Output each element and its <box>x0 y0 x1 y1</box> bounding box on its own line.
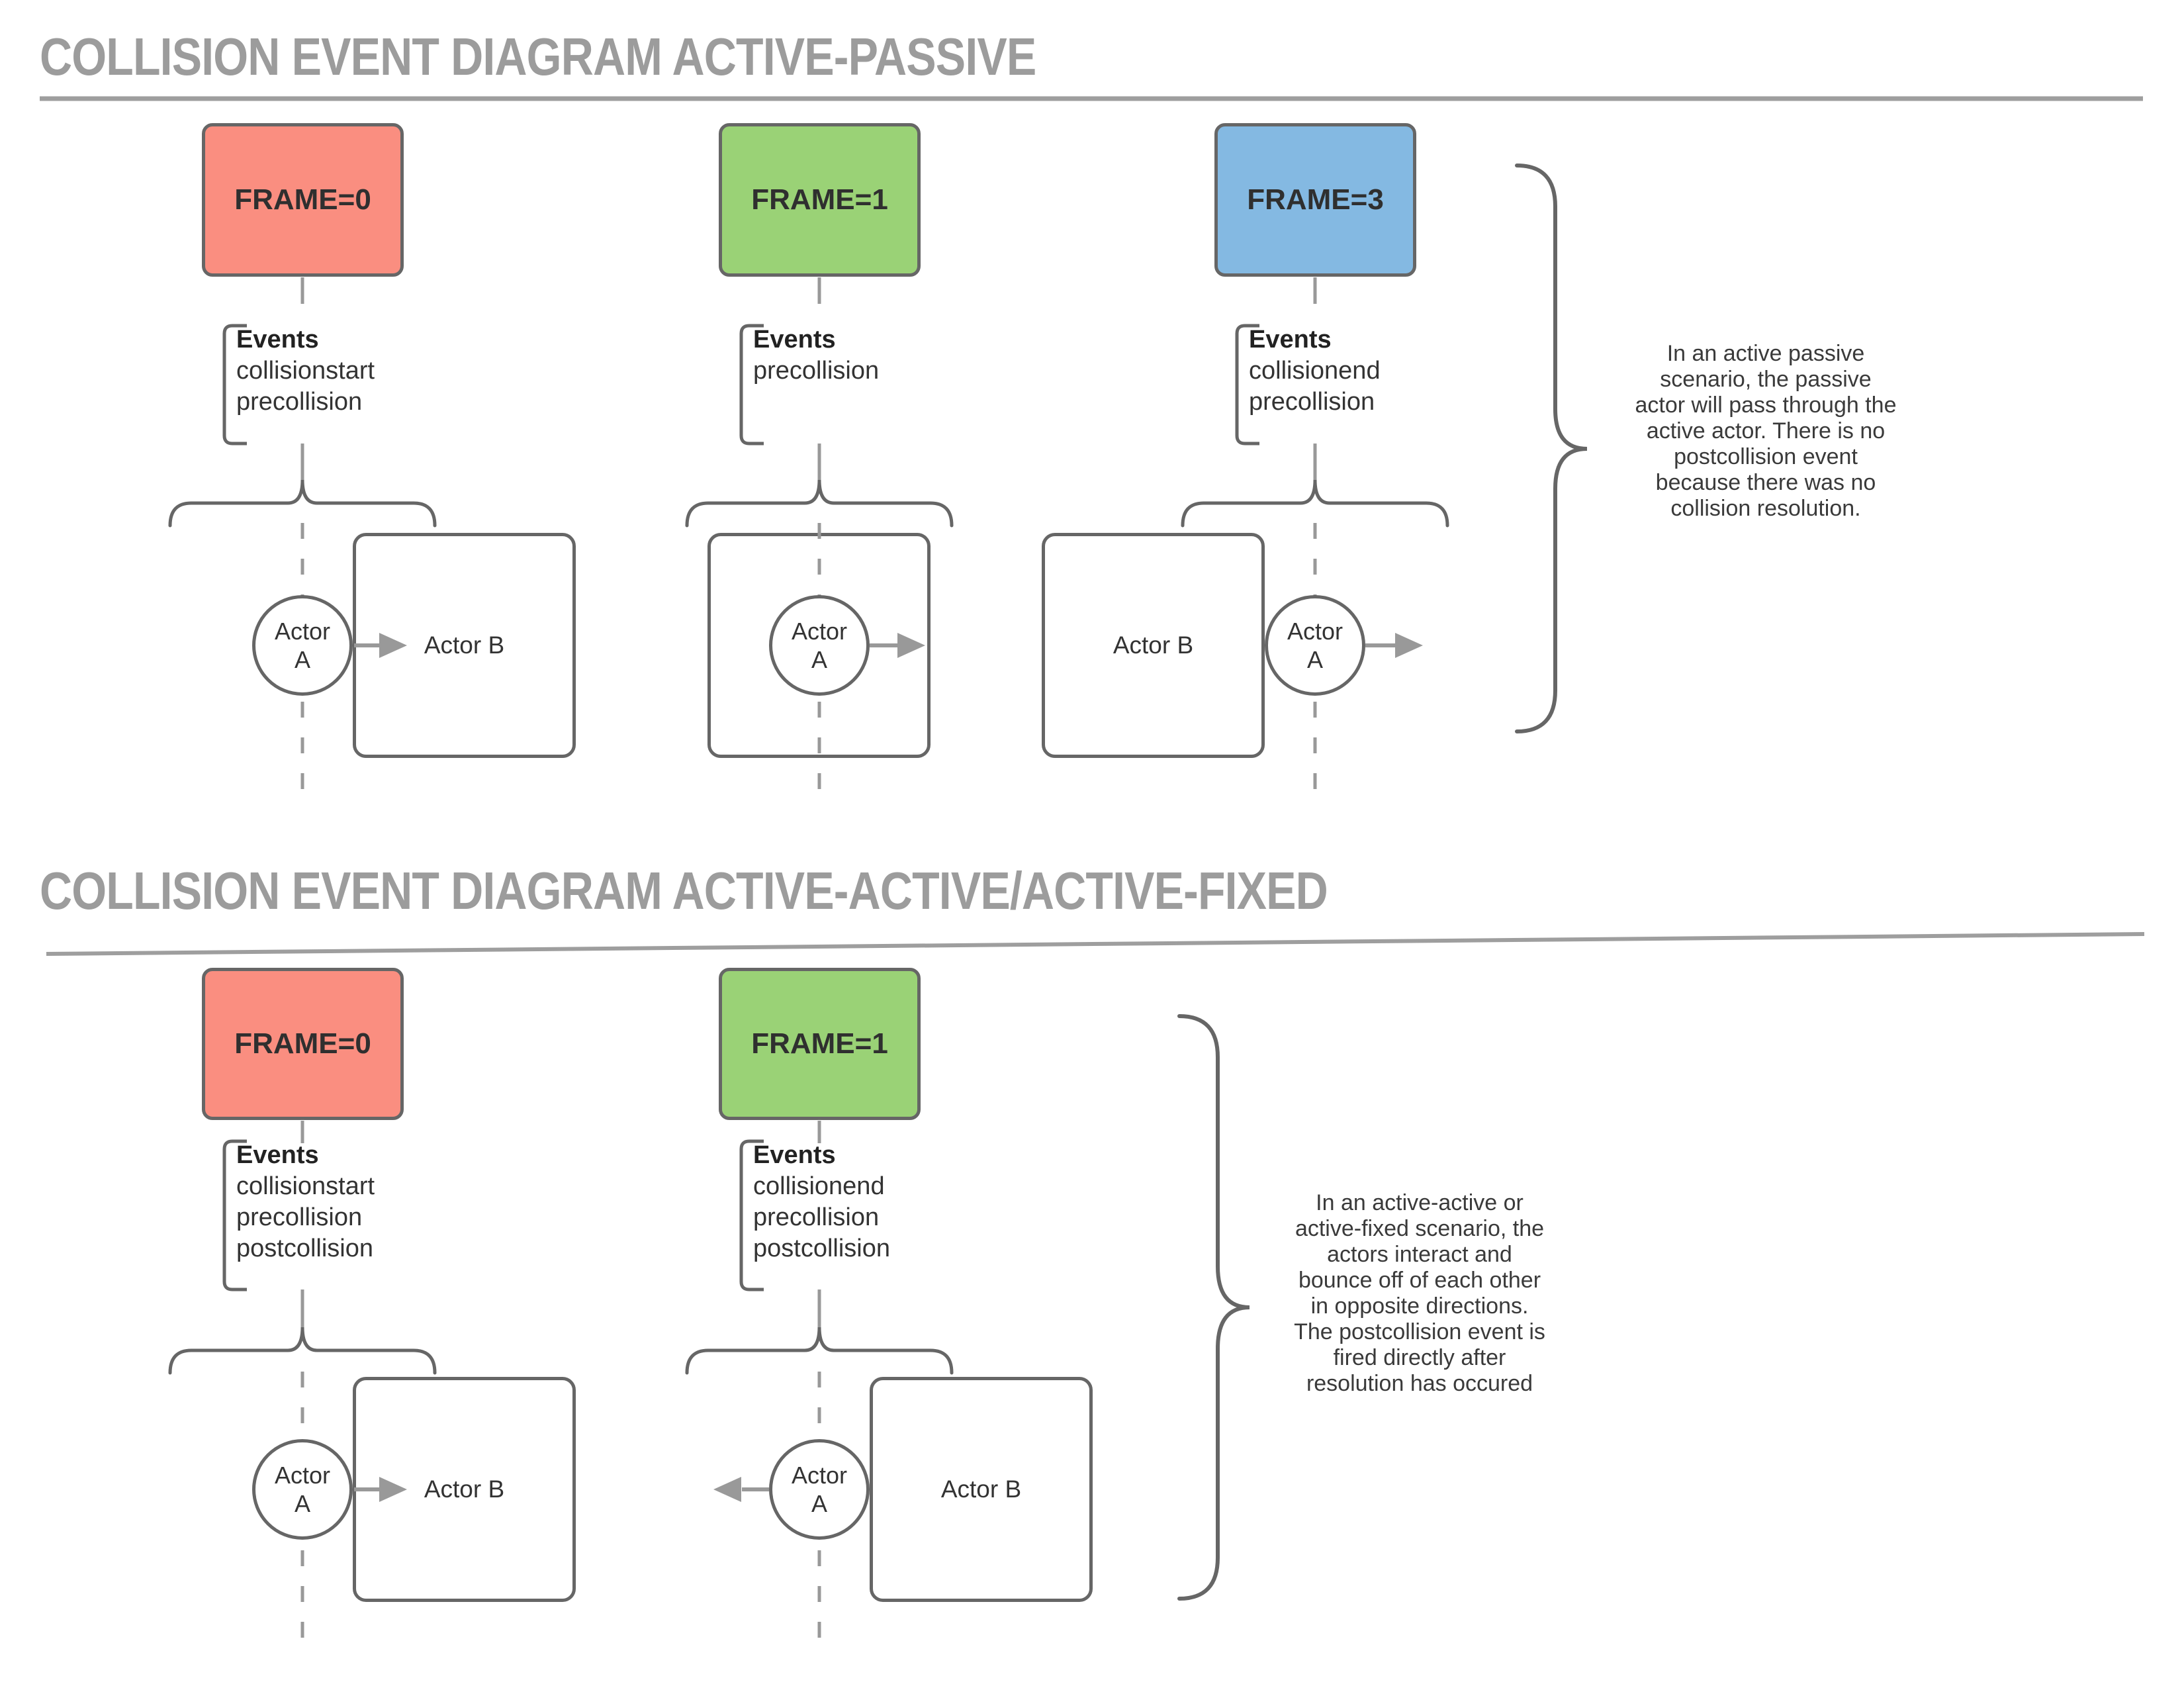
events-list: Events collisionend precollision <box>1249 324 1381 418</box>
section-rule-slanted <box>46 932 2145 956</box>
brace-right <box>1515 164 1588 733</box>
event-item: precollision <box>1249 388 1375 416</box>
events-heading: Events <box>1249 326 1332 353</box>
actor-a-label: Actor A <box>1287 618 1343 673</box>
events-list: Events collisionstart precollision <box>236 324 375 418</box>
events-heading: Events <box>753 326 836 353</box>
frame-label: FRAME=1 <box>751 183 888 216</box>
note-text: In an active-active or active-fixed scen… <box>1294 1190 1545 1396</box>
motion-arrow <box>870 633 925 658</box>
actor-b-label: Actor B <box>1113 632 1194 659</box>
event-item: collisionstart <box>236 357 375 385</box>
events-heading: Events <box>753 1141 836 1169</box>
brace-horizontal <box>685 1327 954 1375</box>
event-item: collisionend <box>1249 357 1381 385</box>
actor-a-circle: Actor A <box>252 1439 353 1540</box>
event-item: precollision <box>236 388 363 416</box>
event-item: collisionstart <box>236 1172 375 1200</box>
frame-box: FRAME=1 <box>719 968 921 1120</box>
brace-horizontal <box>168 1327 437 1375</box>
note-text: In an active passive scenario, the passi… <box>1635 341 1897 521</box>
actor-a-circle: Actor A <box>252 595 353 696</box>
frame-box: FRAME=1 <box>719 123 921 277</box>
actor-a-label: Actor A <box>791 618 848 673</box>
event-item: precollision <box>753 357 880 385</box>
events-bracket <box>739 1139 764 1291</box>
motion-arrow <box>354 1477 407 1502</box>
event-item: postcollision <box>236 1235 373 1262</box>
event-item: postcollision <box>753 1235 890 1262</box>
brace-horizontal <box>1181 479 1449 528</box>
frame-label: FRAME=0 <box>234 1027 371 1060</box>
event-item: collisionend <box>753 1172 885 1200</box>
frame-label: FRAME=3 <box>1247 183 1384 216</box>
actor-b-label: Actor B <box>424 1476 505 1503</box>
actor-a-circle: Actor A <box>769 595 870 696</box>
actor-a-circle: Actor A <box>769 1439 870 1540</box>
frame-box: FRAME=3 <box>1214 123 1416 277</box>
brace-right <box>1177 1014 1250 1601</box>
event-item: precollision <box>236 1203 363 1231</box>
brace-horizontal <box>168 479 437 528</box>
actor-a-label: Actor A <box>791 1462 848 1517</box>
events-list: Events precollision <box>753 324 879 387</box>
frame-label: FRAME=0 <box>234 183 371 216</box>
brace-horizontal <box>685 479 954 528</box>
actor-b-box: Actor B <box>870 1377 1093 1602</box>
events-bracket <box>222 324 247 445</box>
frame-box: FRAME=0 <box>202 123 404 277</box>
section-title: COLLISION EVENT DIAGRAM ACTIVE-PASSIVE <box>40 27 1036 86</box>
events-heading: Events <box>236 1141 319 1169</box>
actor-a-label: Actor A <box>274 1462 331 1517</box>
motion-arrow <box>354 633 407 658</box>
event-item: precollision <box>753 1203 880 1231</box>
events-bracket <box>222 1139 247 1291</box>
events-bracket <box>1235 324 1259 445</box>
section-title: COLLISION EVENT DIAGRAM ACTIVE-ACTIVE/AC… <box>40 861 1328 920</box>
frame-box: FRAME=0 <box>202 968 404 1120</box>
frame-label: FRAME=1 <box>751 1027 888 1060</box>
events-list: Events collisionstart precollision postc… <box>236 1140 375 1264</box>
actor-b-label: Actor B <box>424 632 505 659</box>
motion-arrow <box>713 1477 769 1502</box>
events-heading: Events <box>236 326 319 353</box>
motion-arrow <box>1365 633 1423 658</box>
events-bracket <box>739 324 764 445</box>
actor-a-circle: Actor A <box>1265 595 1365 696</box>
actor-b-box: Actor B <box>1042 533 1265 758</box>
actor-a-label: Actor A <box>274 618 331 673</box>
events-list: Events collisionend precollision postcol… <box>753 1140 890 1264</box>
actor-b-label: Actor B <box>940 1476 1022 1503</box>
